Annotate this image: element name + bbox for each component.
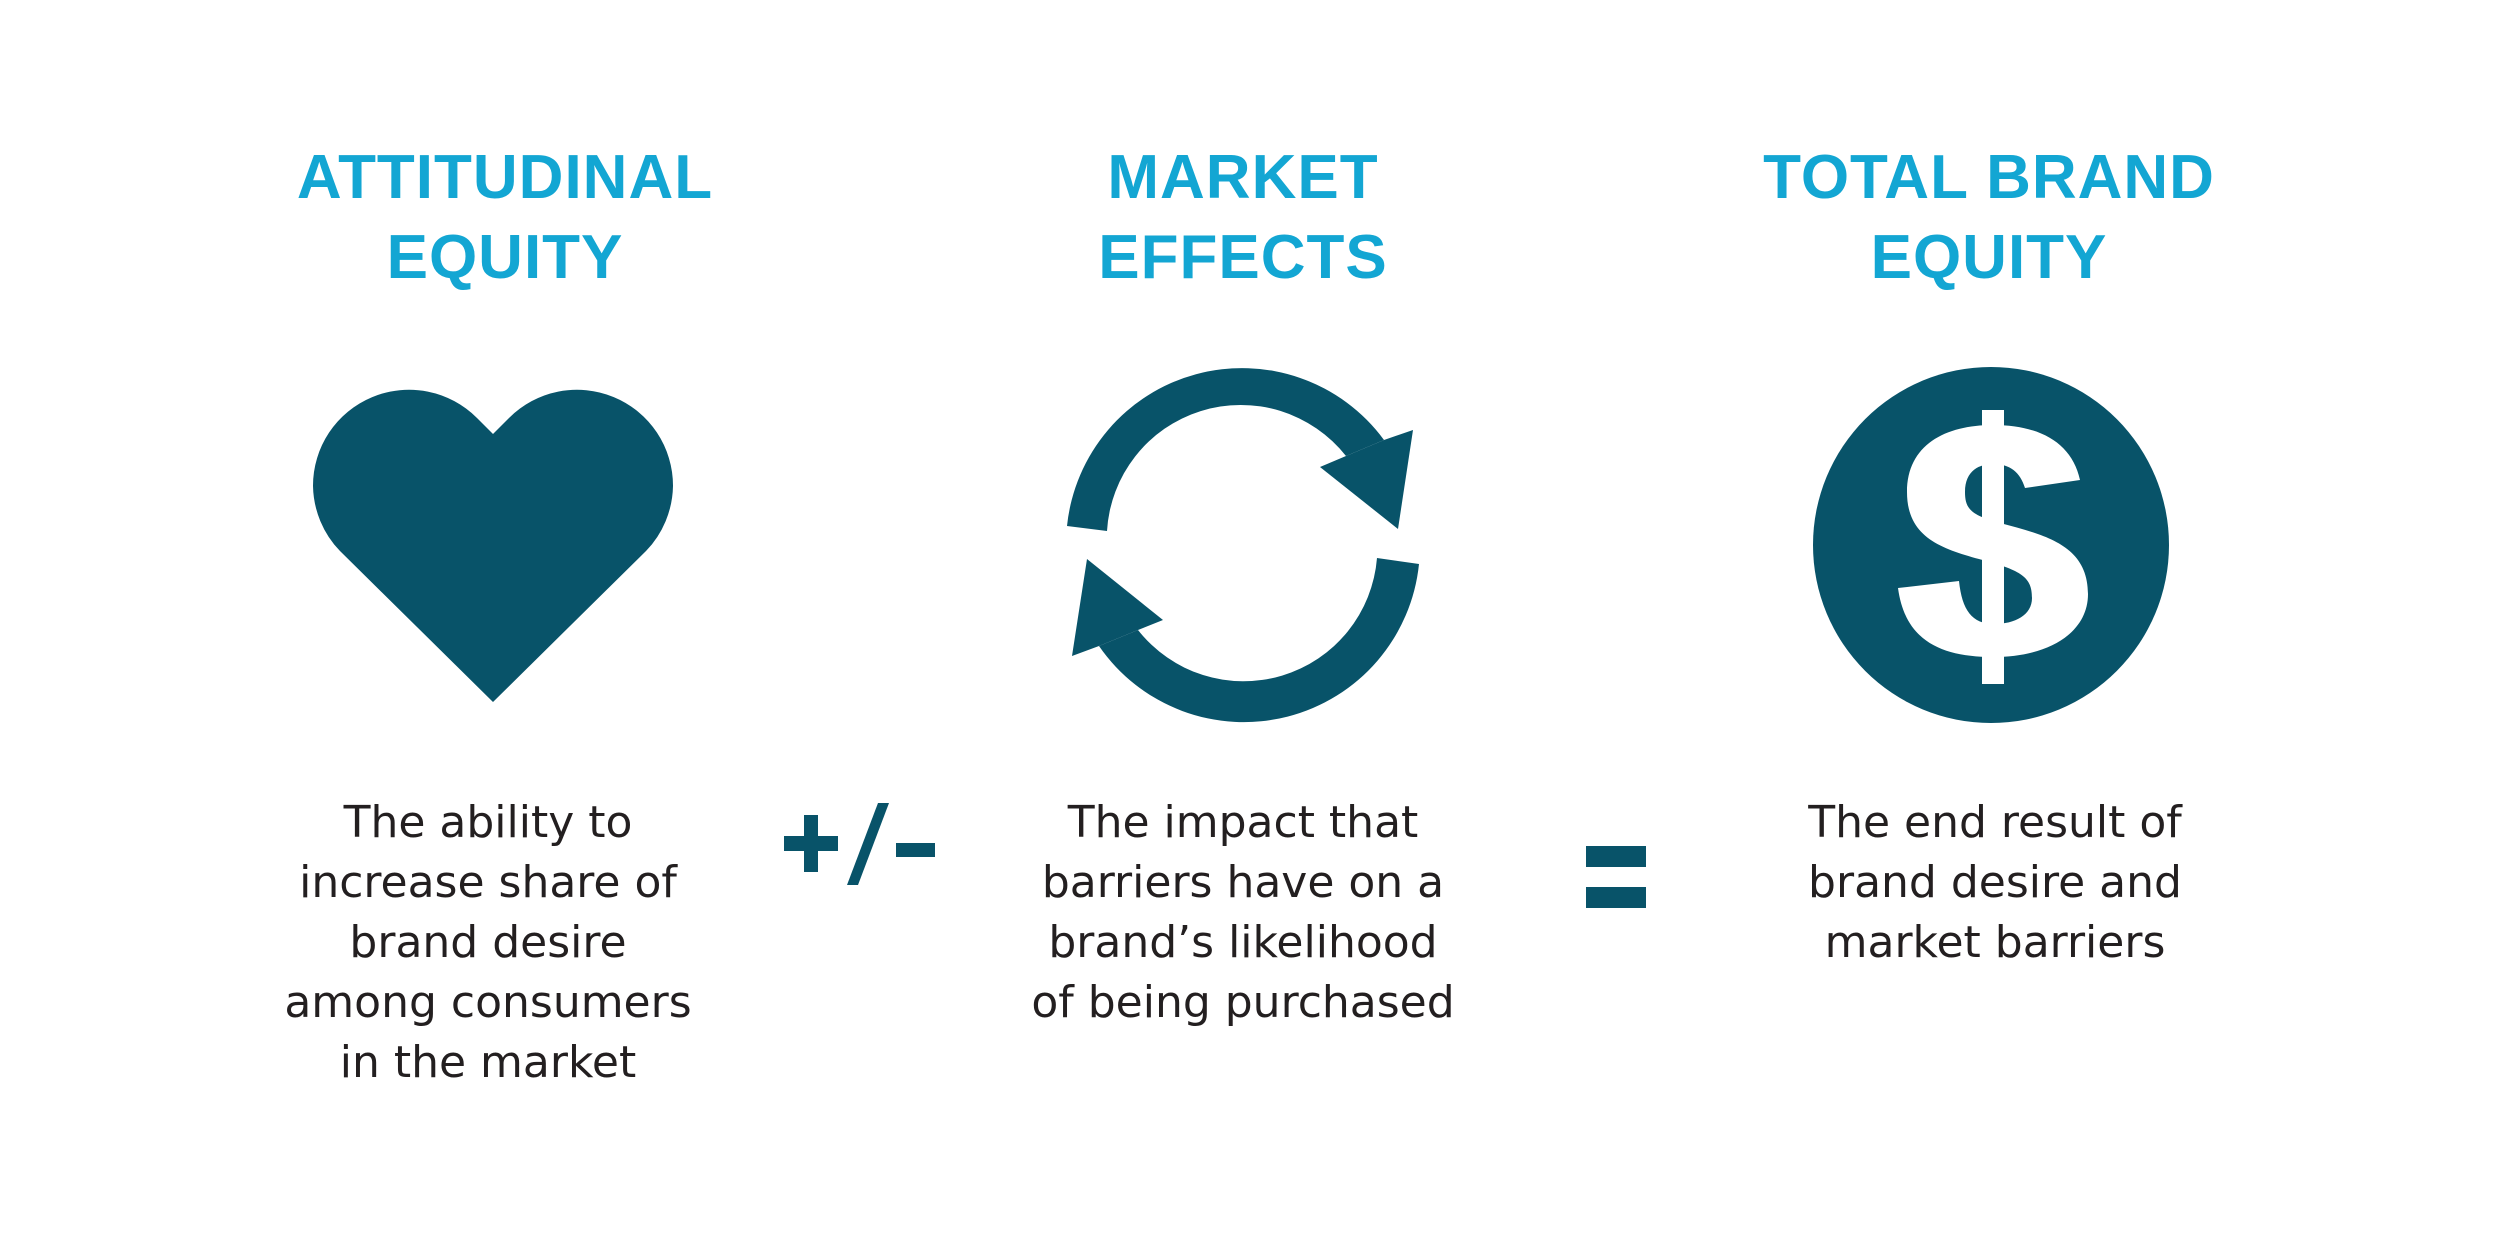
heading-total-brand-equity: TOTAL BRAND EQUITY <box>1689 138 2289 298</box>
heading-line: EQUITY <box>1870 223 2108 292</box>
heading-line: ATTITUDINAL <box>296 143 714 212</box>
heading-market-effects: MARKET EFFECTS <box>943 138 1543 298</box>
description-attitudinal-equity: The ability to increase share of brand d… <box>208 793 768 1093</box>
description-line: among consumers <box>284 977 692 1028</box>
description-line: brand desire <box>349 917 627 968</box>
heading-line: TOTAL BRAND <box>1763 143 2215 212</box>
refresh-cycle-icon <box>1067 368 1419 723</box>
description-line: in the market <box>339 1037 637 1088</box>
description-market-effects: The impact that barriers have on a brand… <box>963 793 1523 1033</box>
description-total-brand-equity: The end result of brand desire and marke… <box>1715 793 2275 973</box>
description-line: barriers have on a <box>1041 857 1445 908</box>
description-line: increase share of <box>299 857 677 908</box>
description-line: The impact that <box>1067 797 1419 848</box>
heading-attitudinal-equity: ATTITUDINAL EQUITY <box>205 138 805 298</box>
dollar-coin-icon <box>1813 367 2169 723</box>
description-line: brand desire and <box>1808 857 2182 908</box>
heading-line: MARKET <box>1107 143 1379 212</box>
equals-operator <box>1586 846 1646 908</box>
description-line: The end result of <box>1808 797 2182 848</box>
heading-line: EQUITY <box>386 223 624 292</box>
description-line: The ability to <box>343 797 633 848</box>
description-line: market barriers <box>1824 917 2166 968</box>
heading-line: EFFECTS <box>1098 223 1388 292</box>
plus-minus-operator <box>784 803 935 885</box>
heart-icon <box>312 389 674 702</box>
description-line: brand’s likelihood <box>1048 917 1438 968</box>
description-line: of being purchased <box>1031 977 1455 1028</box>
